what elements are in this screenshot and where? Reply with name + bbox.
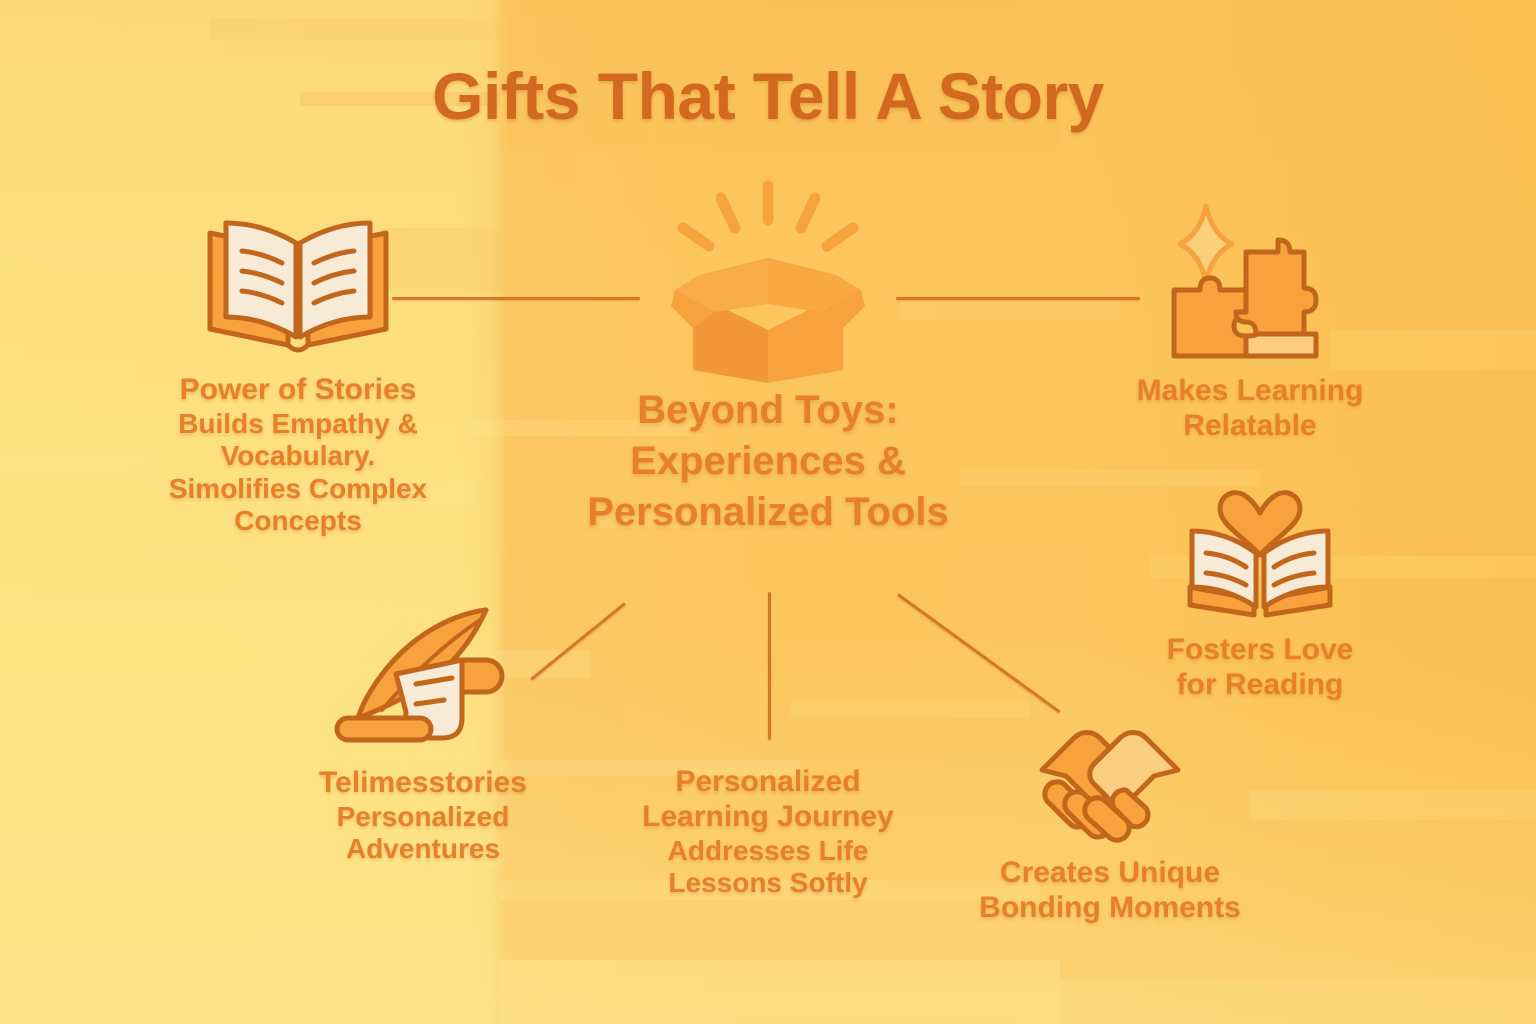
- center-title-line-2: Experiences &: [630, 439, 906, 484]
- connector-center-to-right: [896, 297, 1140, 300]
- node-power-of-stories-title: Power of Stories: [179, 373, 417, 406]
- node-makes-learning-relatable-title-1: Makes Learning: [1136, 374, 1364, 407]
- node-fosters-love-for-reading-title-1: Fosters Love: [1166, 633, 1354, 666]
- node-power-of-stories-sub-4: Concepts: [234, 505, 362, 537]
- node-creates-unique-bonding-moments: Creates Unique Bonding Moments: [930, 718, 1290, 926]
- node-personalized-learning-journey-sub-2: Lessons Softly: [668, 867, 868, 899]
- open-book-icon: [118, 205, 478, 365]
- connector-center-to-bottom-right: [897, 593, 1061, 714]
- node-makes-learning-relatable: Makes Learning Relatable: [1080, 196, 1420, 444]
- connector-center-to-bottom-center: [768, 592, 771, 740]
- node-telimesstories: Telimesstories Personalized Adventures: [258, 607, 588, 866]
- node-personalized-learning-journey-sub-1: Addresses Life: [667, 834, 869, 866]
- node-center: Beyond Toys: Experiences & Personalized …: [518, 180, 1018, 539]
- node-power-of-stories: Power of Stories Builds Empathy & Vocabu…: [118, 205, 478, 538]
- node-personalized-learning-journey: Personalized Learning Journey Addresses …: [600, 765, 936, 900]
- book-with-heart-icon: [1110, 487, 1410, 625]
- node-telimesstories-sub-1: Personalized: [336, 800, 510, 832]
- node-personalized-learning-journey-title-2: Learning Journey: [642, 799, 894, 833]
- center-title-line-1: Beyond Toys:: [637, 388, 899, 432]
- node-power-of-stories-sub-2: Vocabulary.: [220, 440, 376, 472]
- node-telimesstories-sub-2: Adventures: [345, 833, 501, 865]
- node-power-of-stories-sub-3: Simolifies Complex: [168, 472, 428, 504]
- handshake-icon: [930, 718, 1290, 848]
- node-makes-learning-relatable-title-2: Relatable: [1183, 408, 1317, 442]
- node-fosters-love-for-reading: Fosters Love for Reading: [1110, 487, 1410, 703]
- node-telimesstories-title: Telimesstories: [319, 766, 527, 799]
- node-power-of-stories-sub-1: Builds Empathy &: [178, 407, 418, 439]
- open-gift-box-icon: [518, 180, 1018, 385]
- puzzle-pieces-sparkle-icon: [1080, 196, 1420, 366]
- node-fosters-love-for-reading-title-2: for Reading: [1176, 667, 1344, 701]
- quill-and-scroll-icon: [258, 607, 588, 758]
- node-creates-unique-bonding-moments-title-1: Creates Unique: [999, 856, 1221, 889]
- page-title: Gifts That Tell A Story: [432, 59, 1104, 133]
- center-title-line-3: Personalized Tools: [587, 490, 949, 535]
- connector-center-to-left: [392, 297, 640, 300]
- node-personalized-learning-journey-title-1: Personalized: [675, 765, 861, 798]
- node-creates-unique-bonding-moments-title-2: Bonding Moments: [979, 890, 1241, 924]
